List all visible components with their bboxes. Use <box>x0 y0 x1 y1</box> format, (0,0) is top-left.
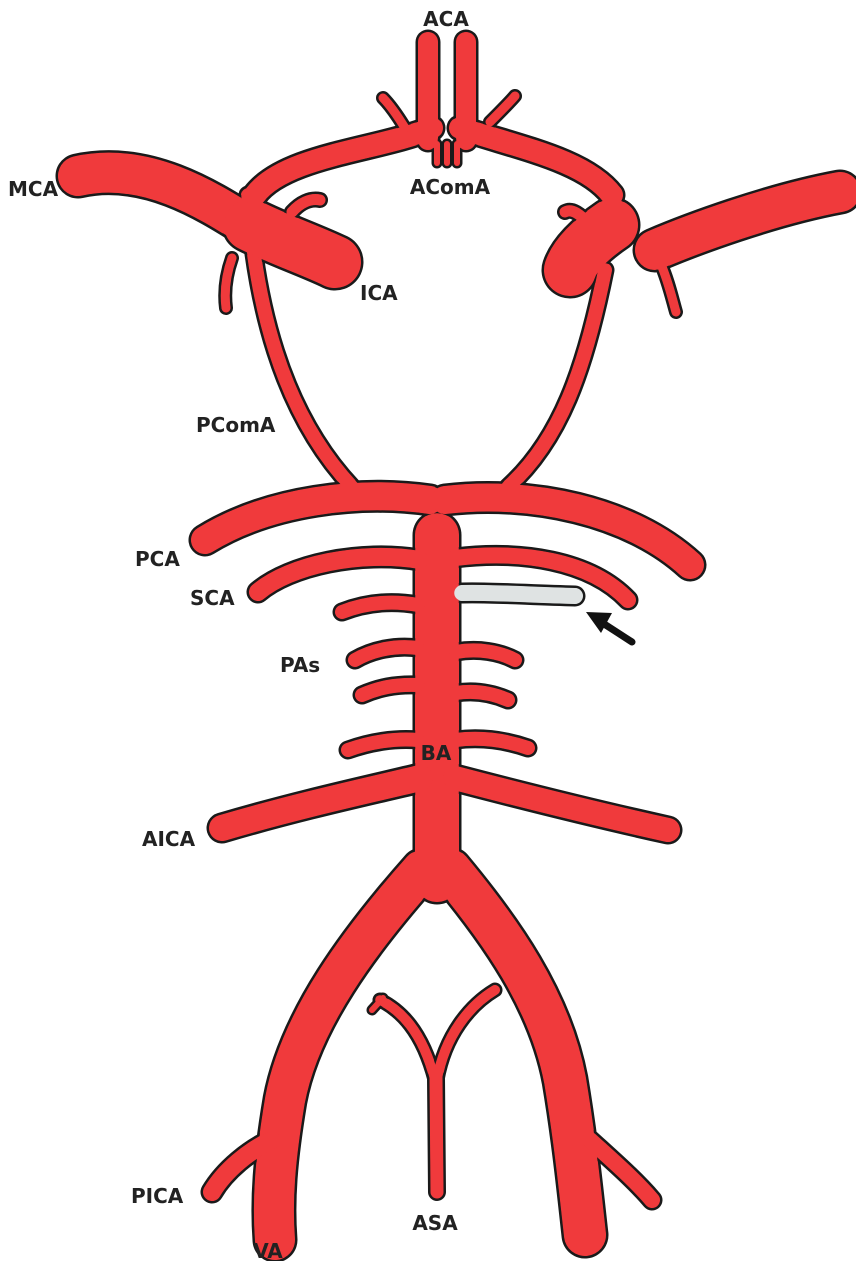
label-pcoma: PComA <box>196 413 276 437</box>
arrow-icon <box>586 612 636 646</box>
label-va: VA <box>253 1239 283 1261</box>
label-pca: PCA <box>135 547 180 571</box>
label-mca: MCA <box>8 177 59 201</box>
label-aca: ACA <box>423 7 469 31</box>
label-sca: SCA <box>190 586 235 610</box>
label-pica: PICA <box>131 1184 184 1208</box>
label-asa: ASA <box>412 1211 458 1235</box>
label-acoma: AComA <box>410 175 491 199</box>
labels: ACA MCA AComA ICA PComA PCA SCA PAs BA A… <box>8 7 491 1261</box>
vessels <box>55 29 856 1261</box>
asa-right-branch <box>429 982 503 1088</box>
label-aica: AICA <box>142 827 196 851</box>
label-pas: PAs <box>280 653 320 677</box>
label-ba: BA <box>421 741 452 765</box>
pcoma-right <box>498 260 615 497</box>
label-ica: ICA <box>360 281 398 305</box>
vessel-fill-overlay <box>58 32 856 1260</box>
